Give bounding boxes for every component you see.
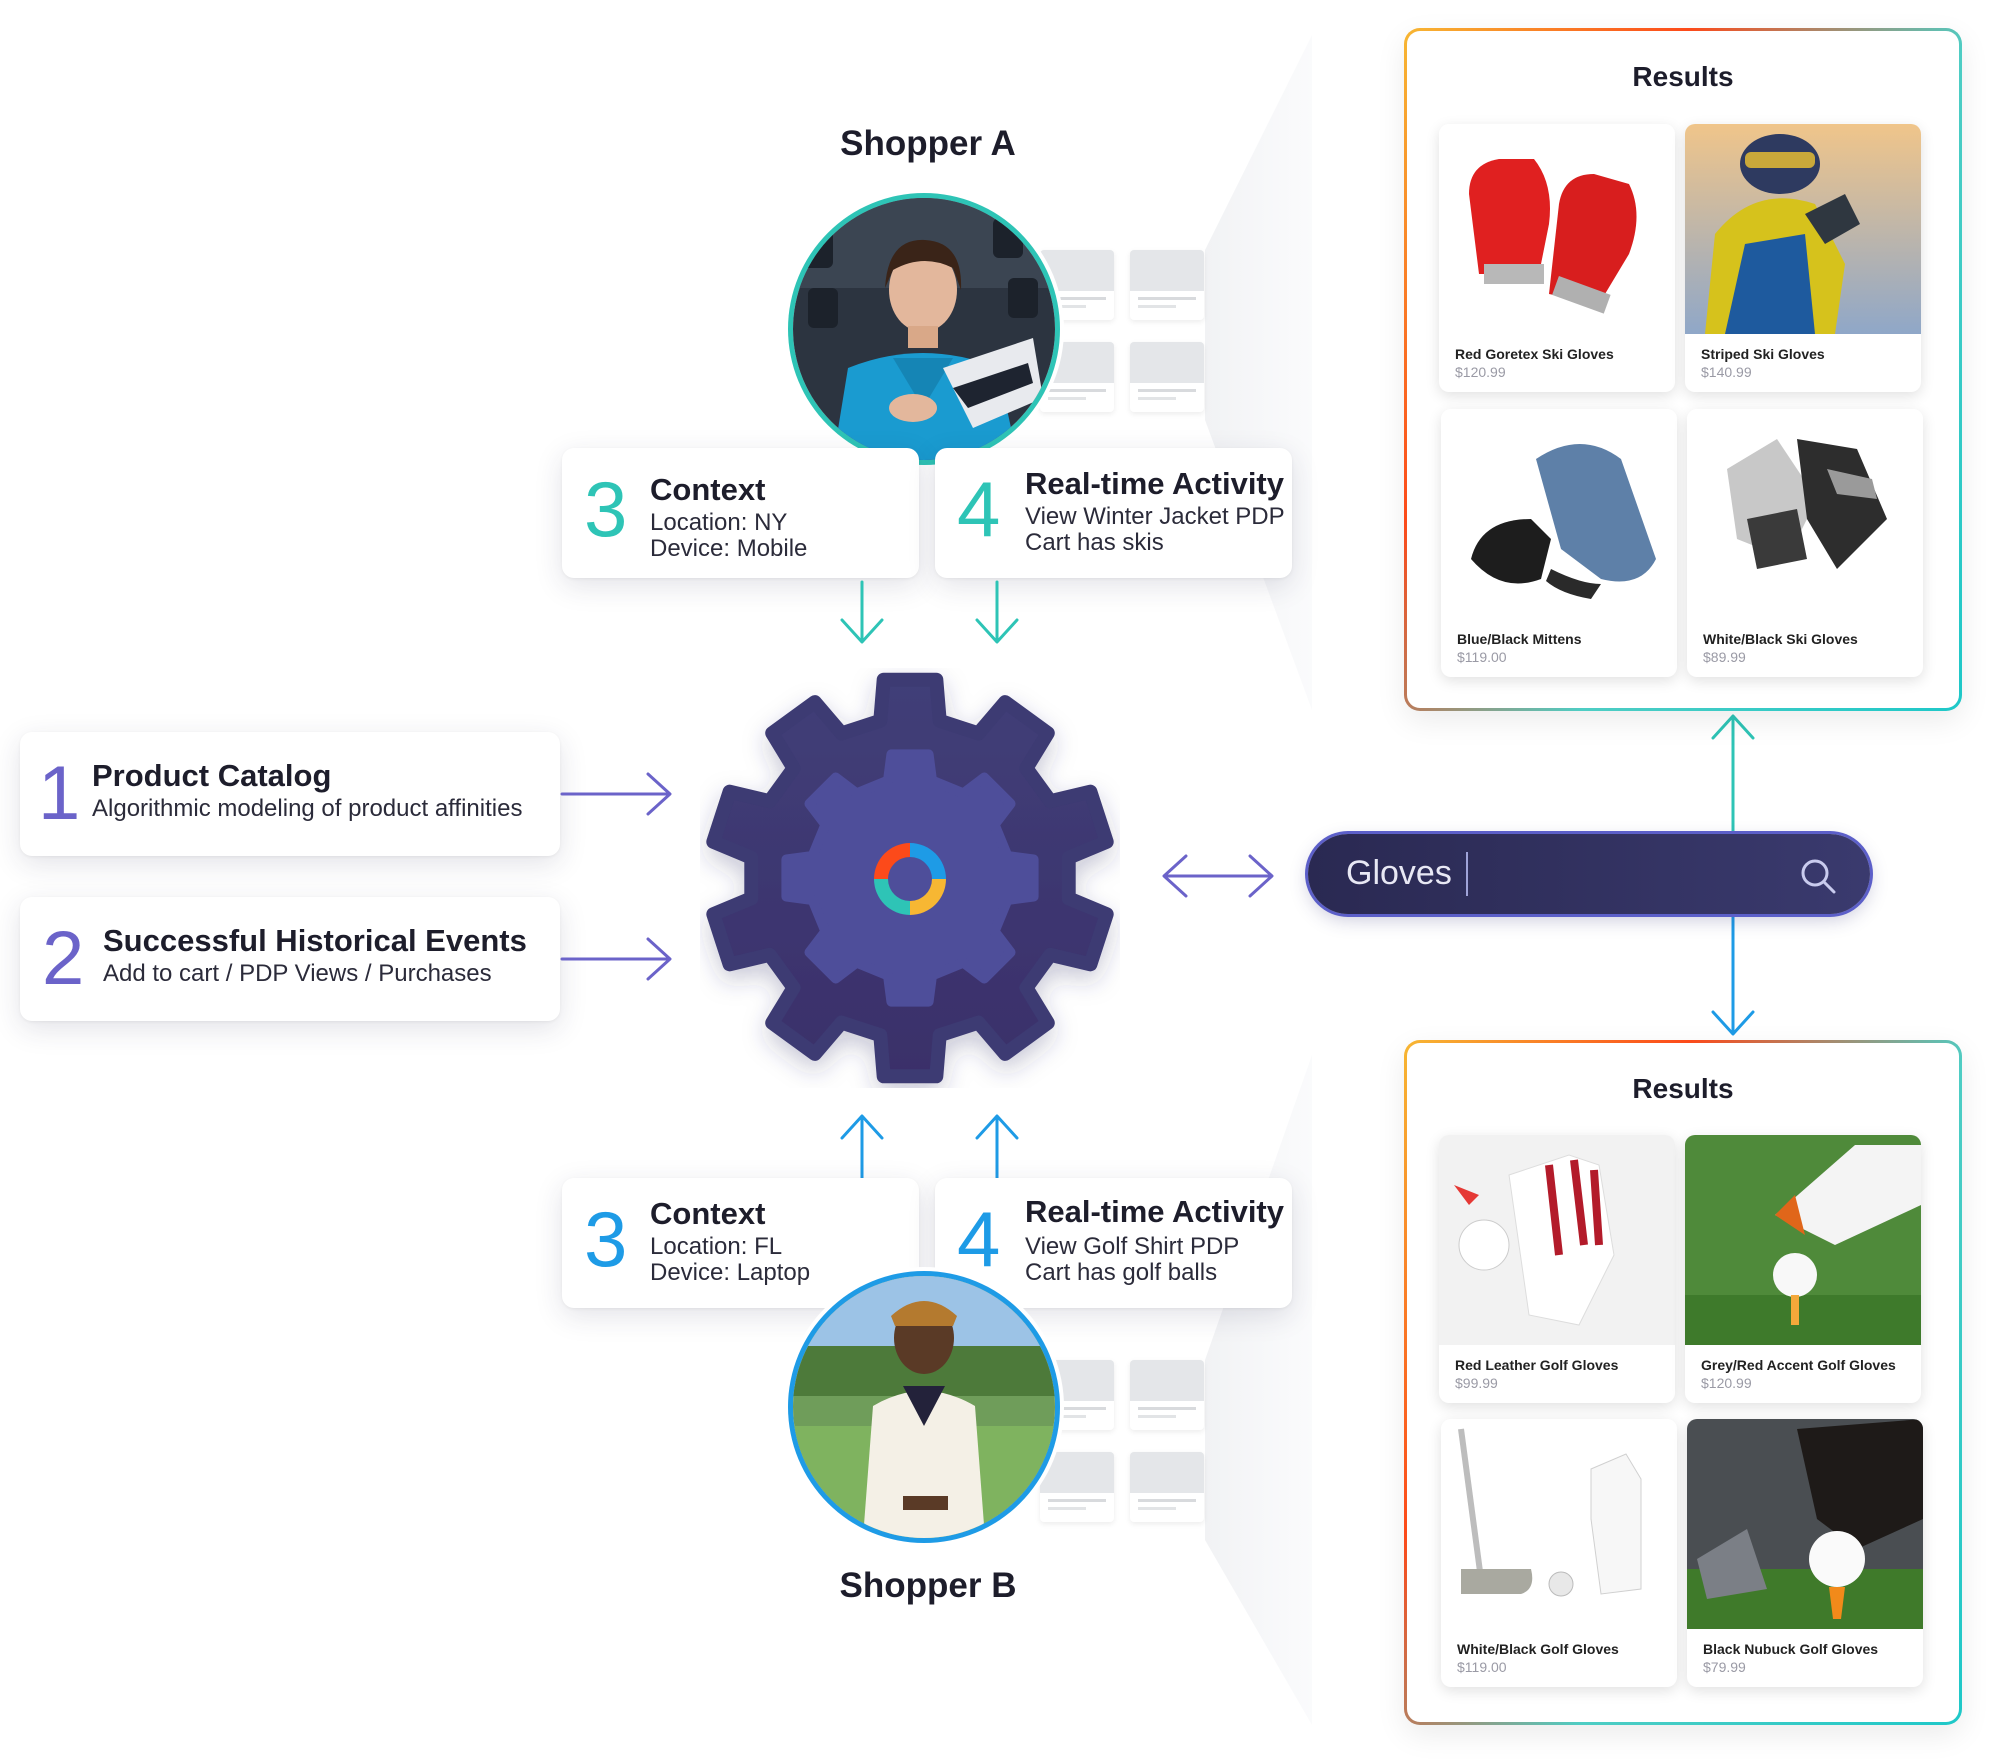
product-image [1441,1419,1677,1629]
product-image [1439,124,1675,334]
placeholder-card [1130,1452,1204,1522]
product-price: $140.99 [1701,364,1752,380]
shopper-b-avatar [793,1276,1055,1538]
step-number: 4 [957,465,1001,553]
context-title: Context [650,1196,766,1231]
activity-line-2: Cart has skis [1025,529,1164,556]
product-name: White/Black Ski Gloves [1703,631,1858,647]
search-bar[interactable]: Gloves [1308,834,1870,914]
placeholder-card [1130,250,1204,320]
results-panel-a: Results Red Goretex Ski Gloves $120.99 S… [1404,28,1962,711]
activity-line-1: View Golf Shirt PDP [1025,1233,1240,1260]
shopper-b-context-card: 3 Context Location: FL Device: Laptop [562,1178,919,1308]
context-device: Device: Mobile [650,535,808,562]
product-image [1685,124,1921,334]
text-caret [1466,852,1468,896]
product-card[interactable]: Black Nubuck Golf Gloves $79.99 [1687,1419,1923,1687]
activity-title: Real-time Activity [1025,466,1284,501]
product-price: $120.99 [1455,364,1506,380]
product-name: Grey/Red Accent Golf Gloves [1701,1357,1896,1373]
product-image [1439,1135,1675,1345]
placeholder-card [1130,342,1204,412]
placeholder-card [1130,1360,1204,1430]
product-card[interactable]: Grey/Red Accent Golf Gloves $120.99 [1685,1135,1921,1403]
gear-inner-icon [781,749,1039,1007]
results-panel-b: Results Red Leather Golf Gloves $99.99 G… [1404,1040,1962,1725]
shopper-a-context-card: 3 Context Location: NY Device: Mobile [562,448,919,578]
product-card[interactable]: Red Leather Golf Gloves $99.99 [1439,1135,1675,1403]
step-number: 3 [584,1195,628,1283]
context-device: Device: Laptop [650,1259,811,1286]
product-image [1441,409,1677,619]
product-card[interactable]: Striped Ski Gloves $140.99 [1685,124,1921,392]
shopper-a-label: Shopper A [840,124,1016,163]
step-number: 3 [584,465,628,553]
product-card[interactable]: White/Black Ski Gloves $89.99 [1687,409,1923,677]
product-card[interactable]: Blue/Black Mittens $119.00 [1441,409,1677,677]
historical-events-card: 2 Successful Historical Events Add to ca… [20,897,560,1021]
step-number: 2 [42,916,85,1001]
product-name: Black Nubuck Golf Gloves [1703,1641,1879,1657]
activity-line-1: View Winter Jacket PDP [1025,503,1285,530]
engine-logo-icon [874,843,946,915]
historical-events-subtitle: Add to cart / PDP Views / Purchases [103,960,492,987]
step-number: 1 [38,751,81,836]
shopper-b-activity-card: 4 Real-time Activity View Golf Shirt PDP… [935,1178,1292,1308]
activity-title: Real-time Activity [1025,1194,1284,1229]
product-price: $119.00 [1457,649,1507,665]
product-image [1685,1135,1921,1345]
shopper-b-label: Shopper B [839,1566,1017,1605]
placeholder-card [1040,342,1114,412]
engine-gear [706,672,1114,1084]
placeholder-card [1040,1452,1114,1522]
product-catalog-title: Product Catalog [92,758,332,793]
historical-events-title: Successful Historical Events [103,923,527,958]
search-input[interactable]: Gloves [1346,854,1452,892]
product-price: $79.99 [1703,1659,1746,1675]
product-price: $99.99 [1455,1375,1498,1391]
product-image [1687,409,1923,619]
product-price: $120.99 [1701,1375,1752,1391]
product-name: Striped Ski Gloves [1701,346,1825,362]
results-title: Results [1632,61,1734,92]
results-title: Results [1632,1073,1734,1104]
product-price: $89.99 [1703,649,1746,665]
product-card[interactable]: Red Goretex Ski Gloves $120.99 [1439,124,1675,392]
product-name: Red Goretex Ski Gloves [1455,346,1614,362]
product-catalog-card: 1 Product Catalog Algorithmic modeling o… [20,732,560,856]
product-card[interactable]: White/Black Golf Gloves $119.00 [1441,1419,1677,1687]
product-catalog-subtitle: Algorithmic modeling of product affiniti… [92,795,523,822]
context-title: Context [650,472,766,507]
product-name: White/Black Golf Gloves [1457,1641,1619,1657]
product-price: $119.00 [1457,1659,1507,1675]
search-icon[interactable] [1798,856,1838,896]
step-number: 4 [957,1195,1001,1283]
product-name: Blue/Black Mittens [1457,631,1582,647]
activity-line-2: Cart has golf balls [1025,1259,1218,1286]
context-location: Location: FL [650,1233,783,1260]
product-name: Red Leather Golf Gloves [1455,1357,1619,1373]
shopper-a-activity-card: 4 Real-time Activity View Winter Jacket … [935,448,1292,578]
product-image [1687,1419,1923,1629]
context-location: Location: NY [650,509,788,536]
